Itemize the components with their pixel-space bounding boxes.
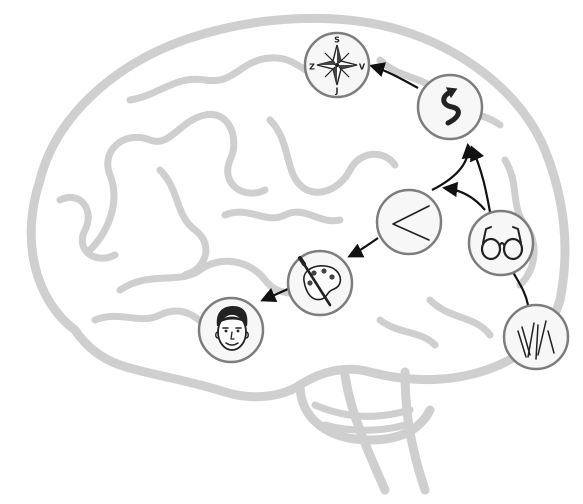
arrow-glasses-to-angle — [441, 181, 486, 211]
brain-fold — [266, 116, 399, 196]
brain-fold — [156, 166, 210, 279]
node-lines — [502, 303, 570, 371]
brain-fold — [86, 111, 269, 254]
compass-south-label: J — [335, 87, 339, 96]
arrow-angle-to-palette — [347, 237, 379, 258]
arrow-path-to-compass — [369, 62, 419, 89]
compass-north-label: S — [334, 36, 340, 45]
brain-fold — [91, 307, 219, 339]
paint-palette-icon — [298, 256, 342, 307]
arrow-angle-to-path — [431, 142, 477, 191]
angle-lines-icon — [392, 205, 430, 241]
brain-fold — [376, 296, 494, 349]
node-face — [197, 296, 265, 364]
face-icon — [215, 306, 249, 351]
brain-fold — [126, 54, 334, 104]
node-glasses — [467, 209, 535, 277]
brain-fold — [221, 208, 344, 225]
cerebellum-fold — [311, 401, 414, 434]
arrow-glasses-to-path — [470, 145, 492, 213]
compass-rose-icon — [316, 44, 358, 86]
compass-east-label: V — [359, 63, 366, 72]
winding-path-icon — [441, 87, 461, 126]
node-compass: S V J Z — [303, 31, 371, 99]
brain-fold — [56, 193, 119, 262]
node-palette — [286, 249, 354, 317]
eyeglasses-icon — [480, 226, 524, 261]
node-path — [416, 73, 484, 141]
oriented-lines-icon — [517, 320, 555, 360]
cerebellum — [295, 380, 435, 445]
node-angle — [375, 188, 443, 256]
compass-west-label: Z — [309, 63, 315, 72]
brain-outline — [26, 13, 570, 402]
